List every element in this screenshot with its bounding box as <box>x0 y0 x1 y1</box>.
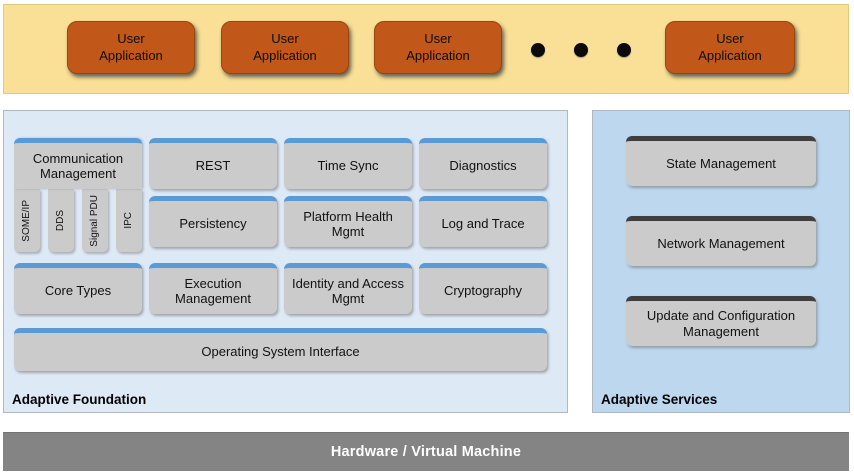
persistency-box: Persistency <box>149 196 277 247</box>
binding-someip-label: SOME/IP <box>21 199 32 242</box>
binding-dds: DDS <box>48 189 74 252</box>
identity-access-mgmt-box: Identity and Access Mgmt <box>284 263 412 314</box>
adaptive-services-title: Adaptive Services <box>601 392 718 407</box>
binding-someip: SOME/IP <box>14 189 40 252</box>
ellipsis-dot-icon <box>617 43 631 57</box>
adaptive-foundation-panel: Communication Management SOME/IP DDS Sig… <box>3 110 568 413</box>
binding-signal-pdu: Signal PDU <box>82 189 108 252</box>
communication-bindings: SOME/IP DDS Signal PDU IPC <box>14 189 142 252</box>
log-and-trace-box: Log and Trace <box>419 196 547 247</box>
update-configuration-management-box: Update and Configuration Management <box>626 296 816 346</box>
user-application-box: User Application <box>67 21 195 74</box>
binding-ipc-label: IPC <box>123 212 134 229</box>
user-application-box: User Application <box>374 21 502 74</box>
core-types-box: Core Types <box>14 263 142 314</box>
state-management-box: State Management <box>626 136 816 186</box>
communication-management-label: Communication Management <box>14 138 142 189</box>
time-sync-box: Time Sync <box>284 138 412 189</box>
hardware-virtual-machine-bar: Hardware / Virtual Machine <box>3 432 849 471</box>
adaptive-services-panel: State Management Network Management Upda… <box>592 110 850 413</box>
cryptography-box: Cryptography <box>419 263 547 314</box>
network-management-box: Network Management <box>626 216 816 266</box>
operating-system-interface-box: Operating System Interface <box>14 328 547 371</box>
rest-box: REST <box>149 138 277 189</box>
ellipsis-dot-icon <box>574 43 588 57</box>
ellipsis-dot-icon <box>531 43 545 57</box>
communication-management-box: Communication Management SOME/IP DDS Sig… <box>14 138 142 252</box>
diagnostics-box: Diagnostics <box>419 138 547 189</box>
hardware-virtual-machine-label: Hardware / Virtual Machine <box>330 444 522 460</box>
binding-dds-label: DDS <box>55 209 66 232</box>
execution-management-box: Execution Management <box>149 263 277 314</box>
user-application-box: User Application <box>221 21 349 74</box>
binding-signal-pdu-label: Signal PDU <box>89 194 100 247</box>
binding-ipc: IPC <box>116 189 142 252</box>
user-application-band: User Application User Application User A… <box>3 4 849 94</box>
user-application-box: User Application <box>665 21 795 74</box>
platform-health-mgmt-box: Platform Health Mgmt <box>284 196 412 247</box>
adaptive-foundation-title: Adaptive Foundation <box>12 392 147 407</box>
